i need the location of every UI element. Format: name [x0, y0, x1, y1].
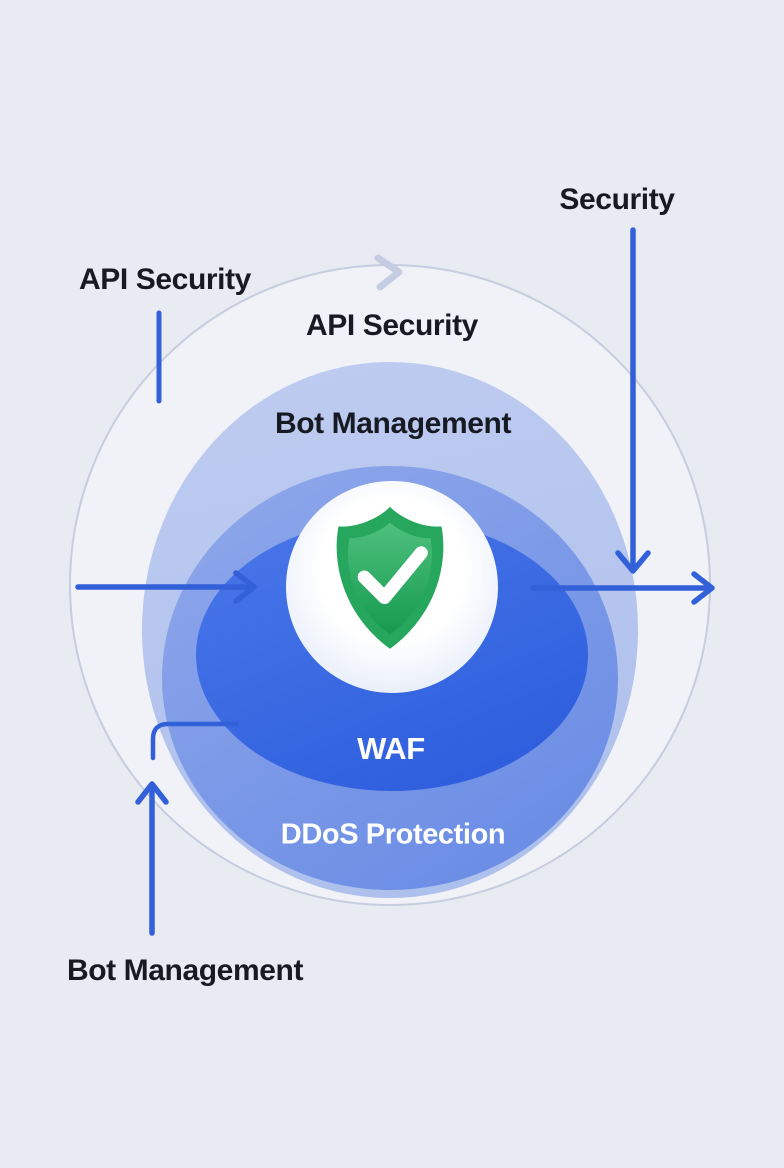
waf-elbow-connector-line — [150, 721, 240, 761]
right-outbound-arrow — [530, 571, 715, 605]
api-security-ring-label: API Security — [306, 309, 478, 342]
security-callout-label: Security — [559, 183, 675, 216]
waf-ring-label: WAF — [357, 731, 425, 766]
chevron-right-icon — [374, 254, 403, 291]
ddos-protection-ring-label: DDoS Protection — [280, 818, 506, 851]
left-inbound-arrow — [75, 570, 257, 604]
checkmark-icon — [357, 546, 428, 605]
shield-check-icon — [336, 506, 444, 649]
bot-management-callout-label: Bot Management — [66, 954, 304, 987]
bot-management-callout-arrow — [135, 781, 169, 936]
api-security-callout-label: API Security — [79, 263, 251, 296]
security-callout-arrow — [615, 227, 651, 574]
shield-inner-shape — [348, 522, 432, 635]
bot-management-ring-label: Bot Management — [274, 407, 512, 440]
